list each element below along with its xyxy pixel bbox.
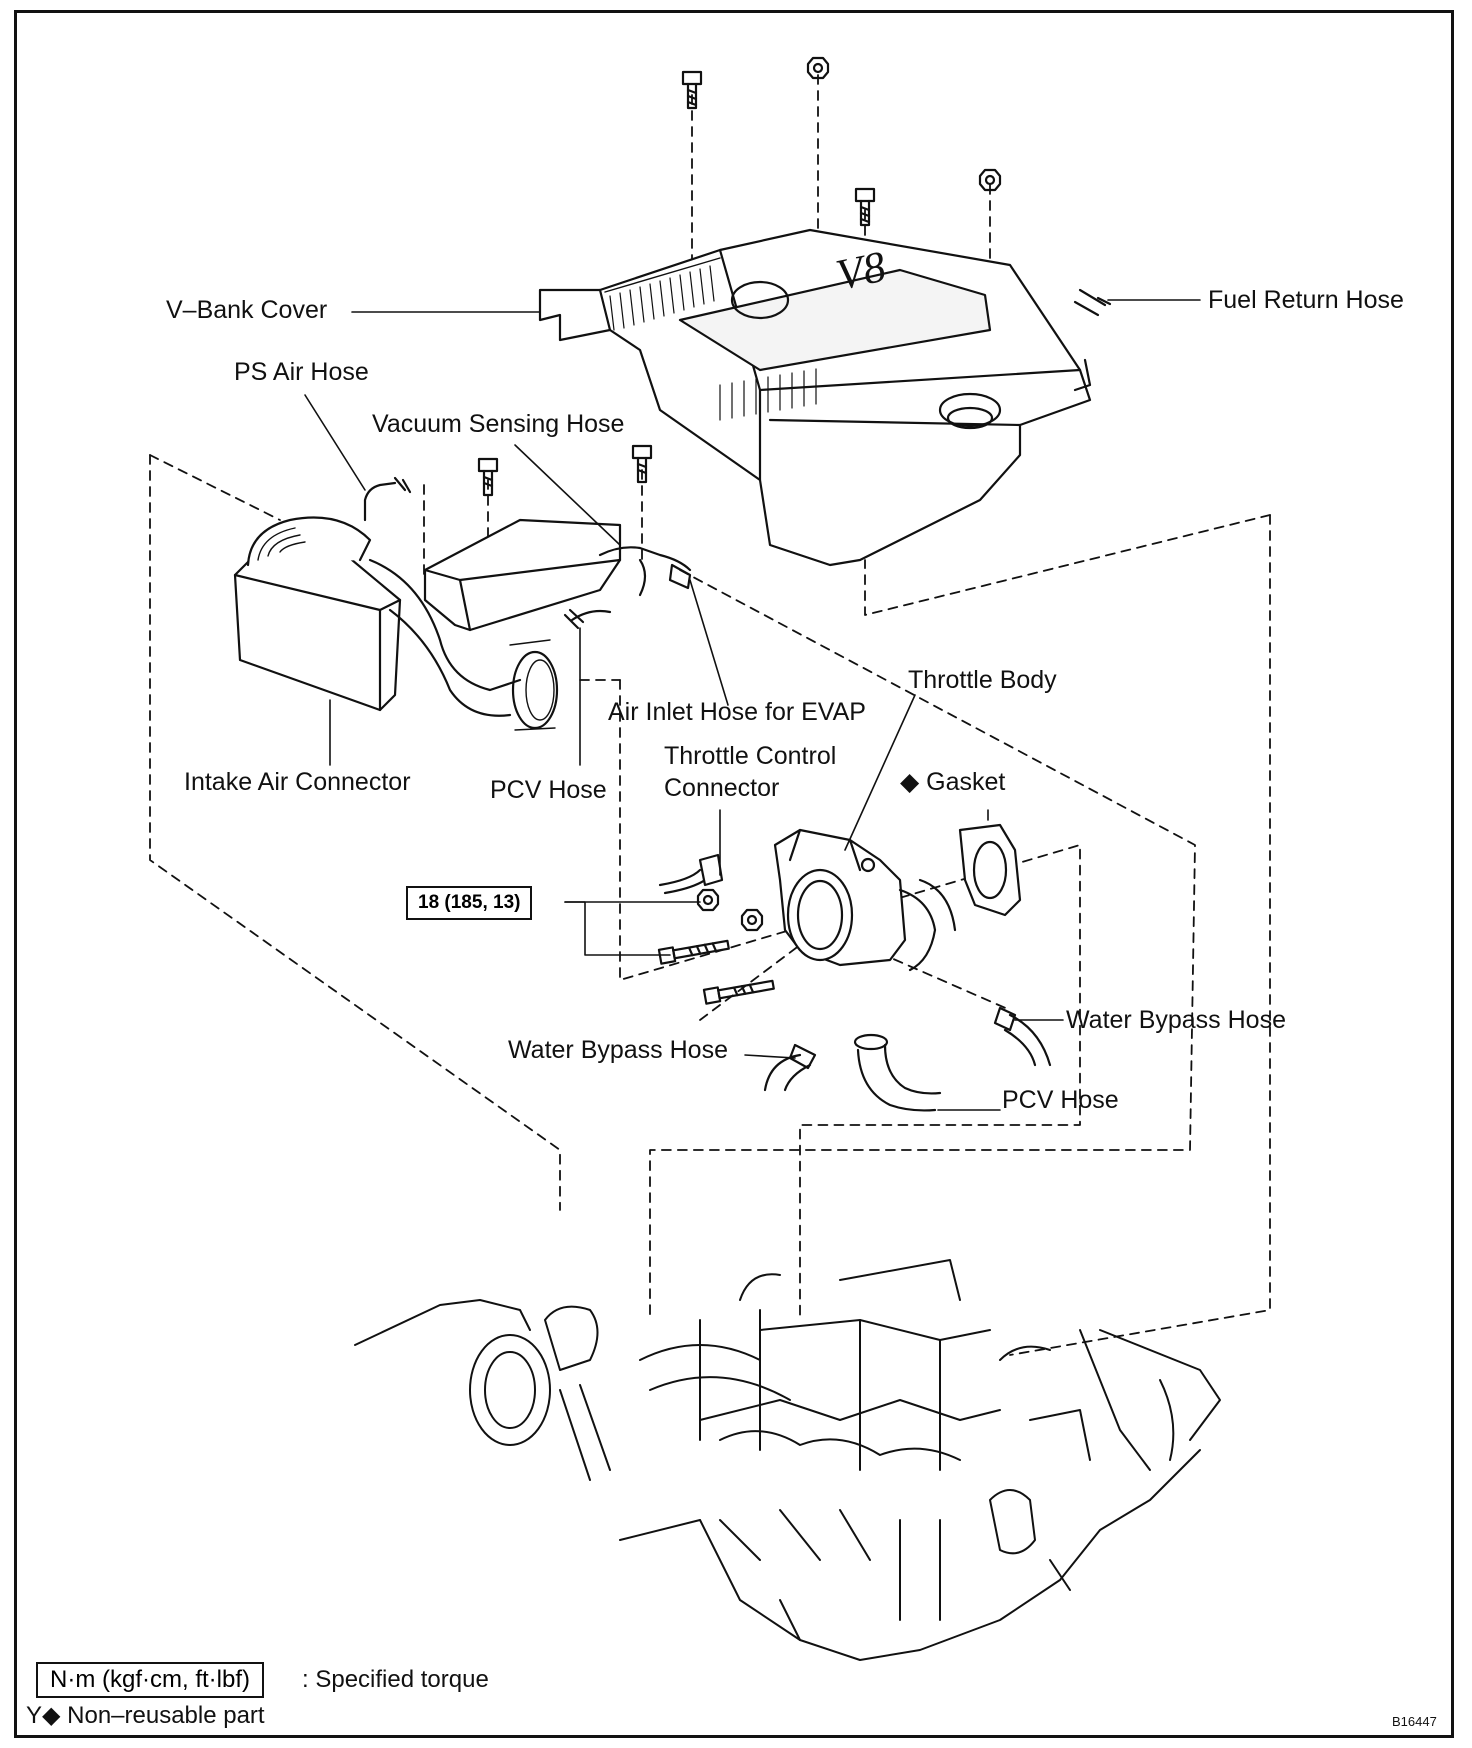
label-air-inlet-hose-evap: Air Inlet Hose for EVAP <box>608 698 866 726</box>
label-pcv-hose-upper: PCV Hose <box>490 776 607 804</box>
label-throttle-control-connector-1: Throttle Control <box>664 742 837 770</box>
throttle-control-connector <box>658 853 724 895</box>
resonator-bracket <box>423 518 622 632</box>
label-water-bypass-hose-left: Water Bypass Hose <box>508 1036 728 1064</box>
assembly-dashed-lines <box>149 74 1271 1356</box>
legend-unit-box: N·m (kgf·cm, ft·lbf) <box>36 1662 264 1698</box>
label-gasket: ◆ Gasket <box>900 768 1006 796</box>
svg-text:V8: V8 <box>832 242 890 300</box>
water-bypass-hose-left <box>763 1043 817 1092</box>
engine-assembly <box>354 1259 1221 1661</box>
vacuum-sensing-hose <box>598 546 692 597</box>
torque-bolt <box>657 939 730 965</box>
label-fuel-return-hose: Fuel Return Hose <box>1208 286 1404 314</box>
figure-code: B16447 <box>1392 1714 1437 1729</box>
gasket <box>958 823 1022 917</box>
throttle-fasteners <box>657 888 775 1005</box>
legend-nonreusable: Y◆ Non–reusable part <box>26 1702 265 1729</box>
label-pcv-hose-lower: PCV Hose <box>1002 1086 1119 1114</box>
label-water-bypass-hose-right: Water Bypass Hose <box>1066 1006 1286 1034</box>
diagram-frame <box>14 10 1454 1738</box>
ps-air-hose <box>363 476 412 522</box>
leader-lines <box>304 299 1201 1111</box>
v-bank-cover: V8 <box>538 228 1092 567</box>
fuel-return-hose <box>1073 288 1112 317</box>
label-v-bank-cover: V–Bank Cover <box>166 296 328 324</box>
legend-unit-desc: : Specified torque <box>302 1666 489 1693</box>
water-bypass-hose-right <box>993 1006 1052 1067</box>
label-throttle-body: Throttle Body <box>908 666 1057 694</box>
label-throttle-control-connector-2: Connector <box>664 774 780 802</box>
cover-bolts <box>477 56 1002 497</box>
intake-air-connector <box>233 516 559 731</box>
torque-spec: 18 (185, 13) <box>406 886 533 920</box>
pcv-hose-upper <box>563 608 612 630</box>
label-intake-air-connector: Intake Air Connector <box>184 768 411 796</box>
pcv-hose-lower <box>853 1033 942 1112</box>
throttle-body <box>773 828 957 972</box>
label-ps-air-hose: PS Air Hose <box>234 358 369 386</box>
label-vacuum-sensing-hose: Vacuum Sensing Hose <box>372 410 625 438</box>
